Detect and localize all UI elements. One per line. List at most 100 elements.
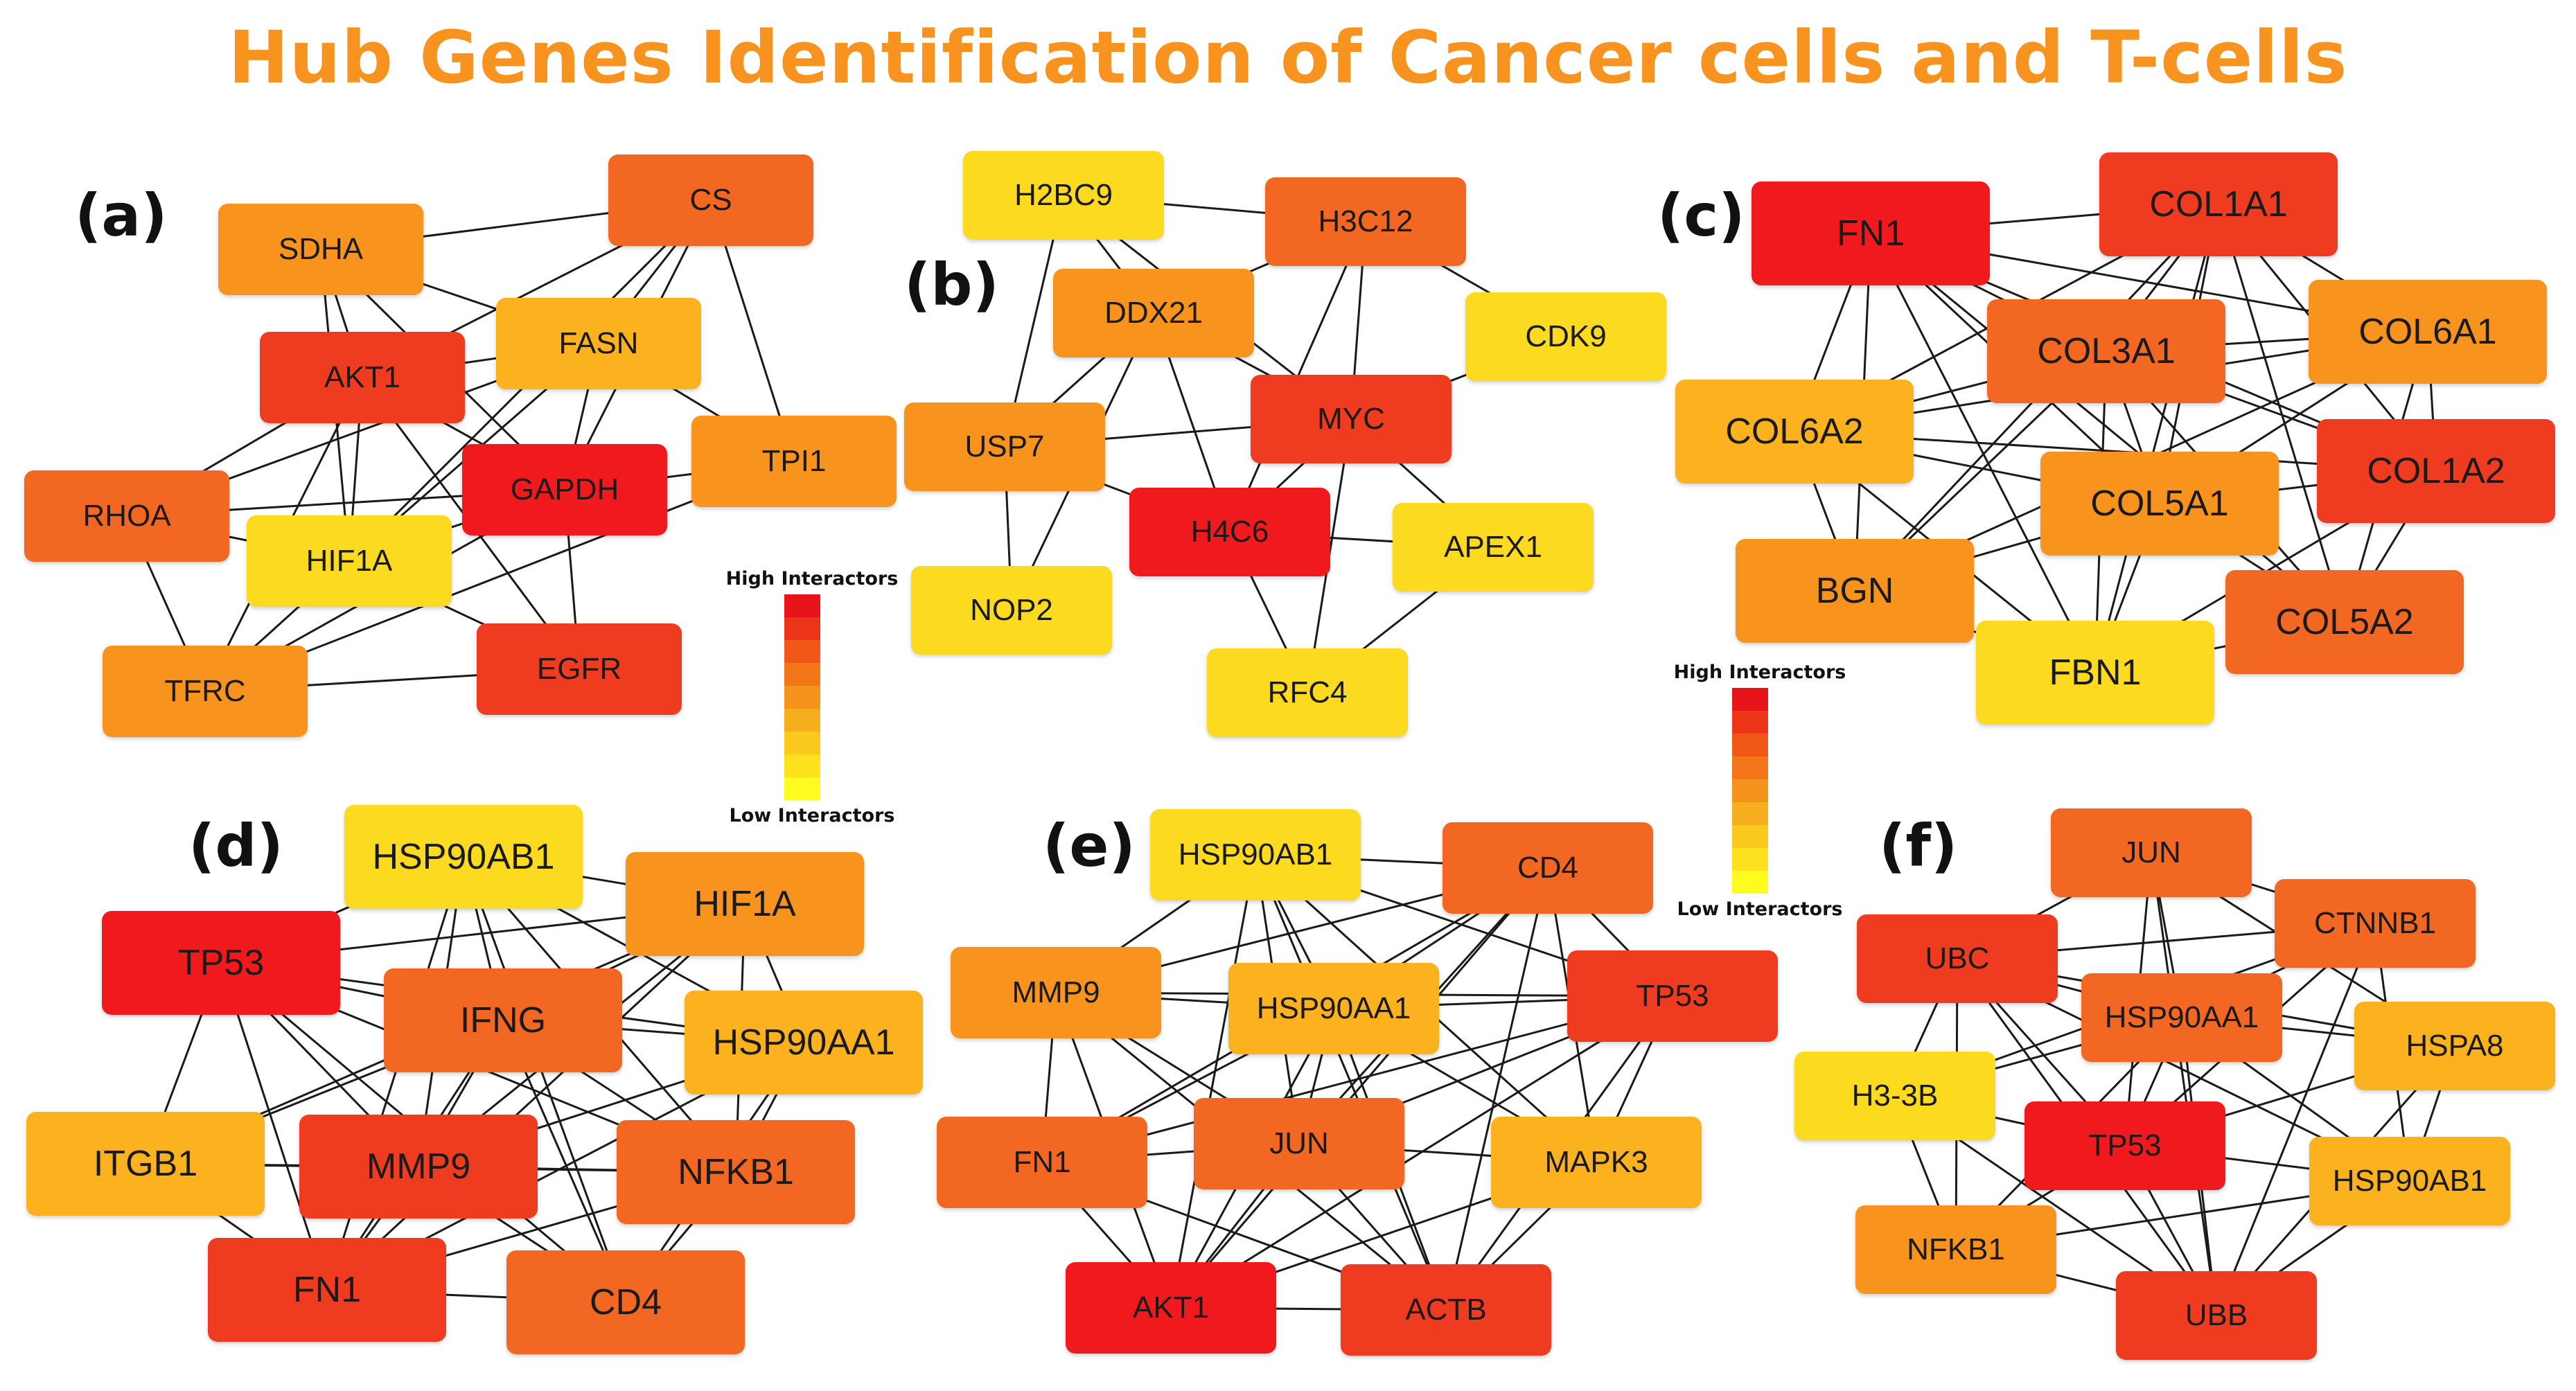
legend-swatch	[784, 686, 820, 709]
legend-high-label: High Interactors	[1673, 662, 1846, 683]
legend-swatch	[1732, 802, 1768, 825]
legend-swatch	[1732, 756, 1768, 779]
node-mmp9: MMP9	[299, 1115, 538, 1219]
node-col3a1: COL3A1	[1987, 299, 2225, 403]
panel-label-f: (f)	[1879, 812, 1958, 880]
edge-HSP90AB1-AKT1	[1170, 854, 1257, 1309]
node-akt1: AKT1	[260, 332, 465, 423]
edge-CD4-AKT1	[1170, 867, 1549, 1309]
node-hsp90ab1: HSP90AB1	[1150, 809, 1361, 901]
node-mmp9: MMP9	[951, 947, 1161, 1038]
node-fn1: FN1	[937, 1117, 1147, 1208]
node-cdk9: CDK9	[1465, 292, 1666, 381]
node-fn1: FN1	[208, 1238, 446, 1342]
legend-swatch	[1732, 734, 1768, 756]
node-tp53: TP53	[1567, 950, 1778, 1042]
node-hif1a: HIF1A	[626, 852, 864, 956]
node-hspa8: HSPA8	[2354, 1002, 2555, 1090]
node-hsp90aa1: HSP90AA1	[2081, 973, 2282, 1062]
legend-swatch	[784, 777, 820, 800]
panel-label-c: (c)	[1657, 181, 1745, 249]
edge-COL1A1-FBN1	[2094, 204, 2220, 673]
node-tfrc: TFRC	[103, 646, 308, 737]
edge-FN1-COL5A2	[1870, 232, 2345, 623]
legend-swatch	[1732, 779, 1768, 802]
node-col6a1: COL6A1	[2309, 280, 2547, 384]
node-h3-3b: H3-3B	[1794, 1052, 1995, 1140]
legend-swatch	[784, 663, 820, 686]
legend-swatch	[784, 640, 820, 663]
node-nop2: NOP2	[911, 566, 1112, 655]
node-h4c6: H4C6	[1129, 488, 1330, 576]
legend-swatch	[784, 754, 820, 777]
legend-swatch	[1732, 848, 1768, 871]
edge-CD4-ACTB	[1445, 867, 1549, 1311]
legend-swatch	[784, 594, 820, 617]
legend-color-bar	[1732, 688, 1768, 894]
node-hsp90aa1: HSP90AA1	[685, 991, 923, 1095]
node-hsp90ab1: HSP90AB1	[2309, 1137, 2510, 1225]
node-ddx21: DDX21	[1053, 269, 1254, 357]
legend-low-label: Low Interactors	[1677, 898, 1843, 920]
node-col5a1: COL5A1	[2040, 452, 2279, 556]
node-jun: JUN	[2051, 808, 2252, 897]
node-hsp90ab1: HSP90AB1	[344, 805, 583, 909]
node-fbn1: FBN1	[1976, 621, 2214, 725]
node-ubc: UBC	[1857, 914, 2058, 1003]
edge-TP53-FN1	[220, 962, 328, 1291]
legend-swatch	[784, 732, 820, 754]
panel-label-a: (a)	[75, 181, 168, 249]
legend-swatch	[1732, 871, 1768, 894]
node-hsp90aa1: HSP90AA1	[1228, 963, 1439, 1054]
edge-HSP90AB1-FN1	[326, 856, 465, 1291]
legend-swatch	[1732, 711, 1768, 734]
node-ifng: IFNG	[384, 968, 622, 1072]
node-tpi1: TPI1	[691, 416, 897, 507]
panel-label-e: (e)	[1043, 812, 1136, 880]
edge-FN1-FBN1	[1869, 233, 2097, 673]
node-col6a2: COL6A2	[1675, 380, 1914, 484]
legend-swatch	[1732, 688, 1768, 711]
legend-color-bar	[784, 594, 820, 800]
node-ubb: UBB	[2116, 1271, 2317, 1360]
node-egfr: EGFR	[477, 623, 682, 715]
node-ctnnb1: CTNNB1	[2275, 879, 2476, 968]
node-rhoa: RHOA	[24, 470, 229, 562]
node-fn1: FN1	[1752, 181, 1990, 285]
node-akt1: AKT1	[1066, 1262, 1276, 1354]
panel-label-d: (d)	[188, 812, 283, 880]
node-h2bc9: H2BC9	[963, 151, 1164, 240]
edge-HSP90AB1-CD4	[462, 856, 627, 1303]
node-h3c12: H3C12	[1265, 177, 1466, 266]
node-myc: MYC	[1251, 375, 1452, 463]
node-fasn: FASN	[496, 298, 701, 389]
figure-title: Hub Genes Identification of Cancer cells…	[228, 15, 2348, 100]
node-tp53: TP53	[102, 911, 340, 1015]
node-cd4: CD4	[1443, 822, 1653, 914]
edge-COL1A1-COL5A2	[2217, 204, 2346, 623]
node-hif1a: HIF1A	[247, 515, 452, 607]
node-sdha: SDHA	[218, 204, 423, 295]
node-jun: JUN	[1194, 1098, 1404, 1189]
node-col5a2: COL5A2	[2225, 570, 2464, 674]
node-rfc4: RFC4	[1207, 648, 1408, 737]
node-col1a2: COL1A2	[2317, 419, 2555, 523]
node-nfkb1: NFKB1	[1855, 1205, 2056, 1294]
node-itgb1: ITGB1	[26, 1112, 265, 1216]
node-cs: CS	[608, 154, 813, 246]
node-cd4: CD4	[506, 1250, 745, 1354]
edge-HSP90AB1-ACTB	[1254, 854, 1447, 1311]
legend-high-label: High Interactors	[725, 568, 899, 590]
node-nfkb1: NFKB1	[617, 1120, 855, 1224]
node-actb: ACTB	[1341, 1264, 1551, 1356]
node-apex1: APEX1	[1393, 503, 1594, 592]
edge-CTNNB1-UBB	[2215, 923, 2376, 1316]
legend-swatch	[784, 617, 820, 640]
node-gapdh: GAPDH	[462, 444, 667, 535]
panel-label-b: (b)	[904, 251, 999, 319]
edge-JUN-UBB	[2150, 852, 2218, 1316]
legend-low-label: Low Interactors	[729, 805, 895, 826]
edges-panel-e	[1041, 853, 1674, 1311]
legend-swatch	[1732, 825, 1768, 848]
